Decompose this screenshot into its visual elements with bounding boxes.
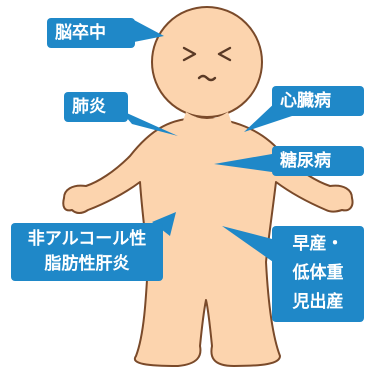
head <box>151 6 263 118</box>
label-preterm: 早産・ 低体重 児出産 <box>272 226 364 322</box>
pointer-diabetes <box>214 154 272 172</box>
body-outline <box>62 117 354 367</box>
pointer-pneumonia <box>120 110 178 136</box>
pointer-preterm <box>222 226 276 264</box>
label-nafld: 非アルコール性 脂肪性肝炎 <box>11 223 163 281</box>
label-pneumonia: 肺炎 <box>64 92 128 122</box>
squinting-face-icon <box>182 46 232 82</box>
label-nafld-line-2: 脂肪性肝炎 <box>44 254 130 274</box>
label-diabetes: 糖尿病 <box>272 146 364 176</box>
label-stroke: 脳卒中 <box>47 18 135 48</box>
label-preterm-line-2: 低体重 <box>292 263 344 283</box>
pointer-nafld <box>152 212 176 236</box>
label-preterm-line-1: 早産・ <box>292 234 344 254</box>
label-heart-disease: 心臓病 <box>272 86 364 116</box>
label-stroke-text: 脳卒中 <box>55 23 106 43</box>
label-pneumonia-text: 肺炎 <box>72 97 106 117</box>
label-preterm-line-3: 児出産 <box>292 292 344 312</box>
label-nafld-line-1: 非アルコール性 <box>27 229 147 249</box>
label-heart-disease-text: 心臓病 <box>280 91 331 111</box>
label-diabetes-text: 糖尿病 <box>280 151 331 171</box>
pointer-stroke <box>134 20 164 42</box>
